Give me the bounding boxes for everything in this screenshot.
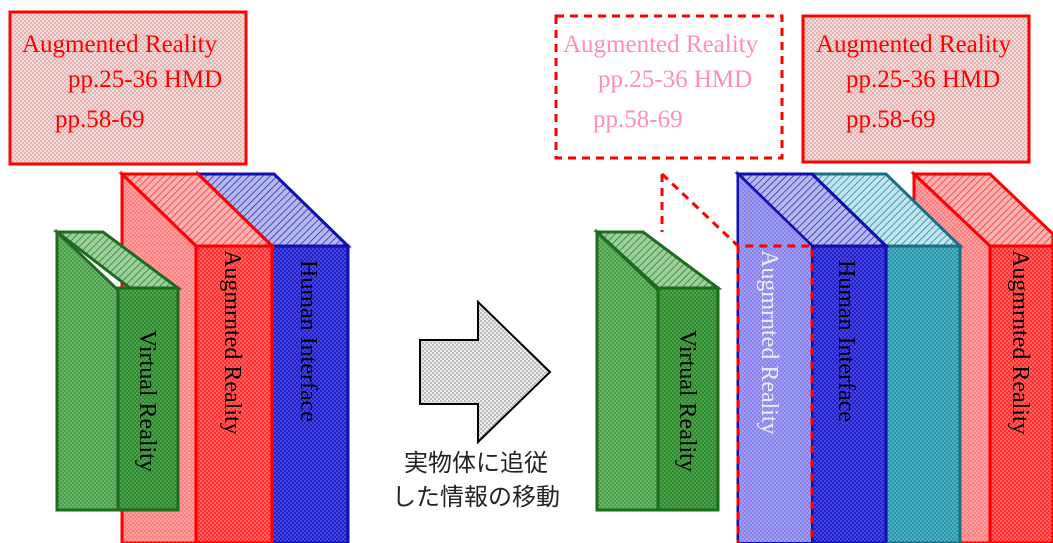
book-human-interface-title: Human Interface xyxy=(295,260,321,422)
right-note-title: Augmented Reality xyxy=(816,31,1012,58)
left-note-card: Augmented Reality pp.25-36 HMD pp.58-69 xyxy=(8,10,248,166)
caption-line1: 実物体に追従 xyxy=(404,449,548,477)
ghost-note-card: Augmented Reality pp.25-36 HMD pp.58-69 xyxy=(554,14,784,160)
ghost-note-title: Augmented Reality xyxy=(563,31,759,58)
book-augmented-reality-right-title: Augmrnted Reality xyxy=(1007,250,1033,435)
book-augmented-reality-moved: Augmrnted Reality xyxy=(660,171,814,543)
left-note-title: Augmented Reality xyxy=(22,31,218,58)
right-arrow-icon xyxy=(419,299,552,445)
caption-line2: した情報の移動 xyxy=(392,483,560,511)
book-virtual-reality-title: Virtual Reality xyxy=(134,330,160,472)
right-note-card: Augmented Reality pp.25-36 HMD pp.58-69 xyxy=(801,14,1031,164)
book-augmented-reality-title: Augmrnted Reality xyxy=(219,250,245,435)
ghost-note-line1: pp.25-36 HMD xyxy=(598,66,752,93)
book-augmented-reality-moved-title: Augmrnted Reality xyxy=(756,250,782,435)
caption: 実物体に追従 した情報の移動 xyxy=(386,446,566,514)
left-note-line2: pp.58-69 xyxy=(55,106,145,133)
right-note-line2: pp.58-69 xyxy=(846,106,936,133)
book-human-interface-right-title: Human Interface xyxy=(833,260,859,422)
book-virtual-reality-right: Virtual Reality xyxy=(593,228,723,512)
book-virtual-reality-right-title: Virtual Reality xyxy=(674,330,700,472)
left-note-line1: pp.25-36 HMD xyxy=(68,66,222,93)
book-virtual-reality: Virtual Reality xyxy=(52,228,183,512)
ghost-note-line2: pp.58-69 xyxy=(593,106,683,133)
right-note-line1: pp.25-36 HMD xyxy=(846,66,1000,93)
